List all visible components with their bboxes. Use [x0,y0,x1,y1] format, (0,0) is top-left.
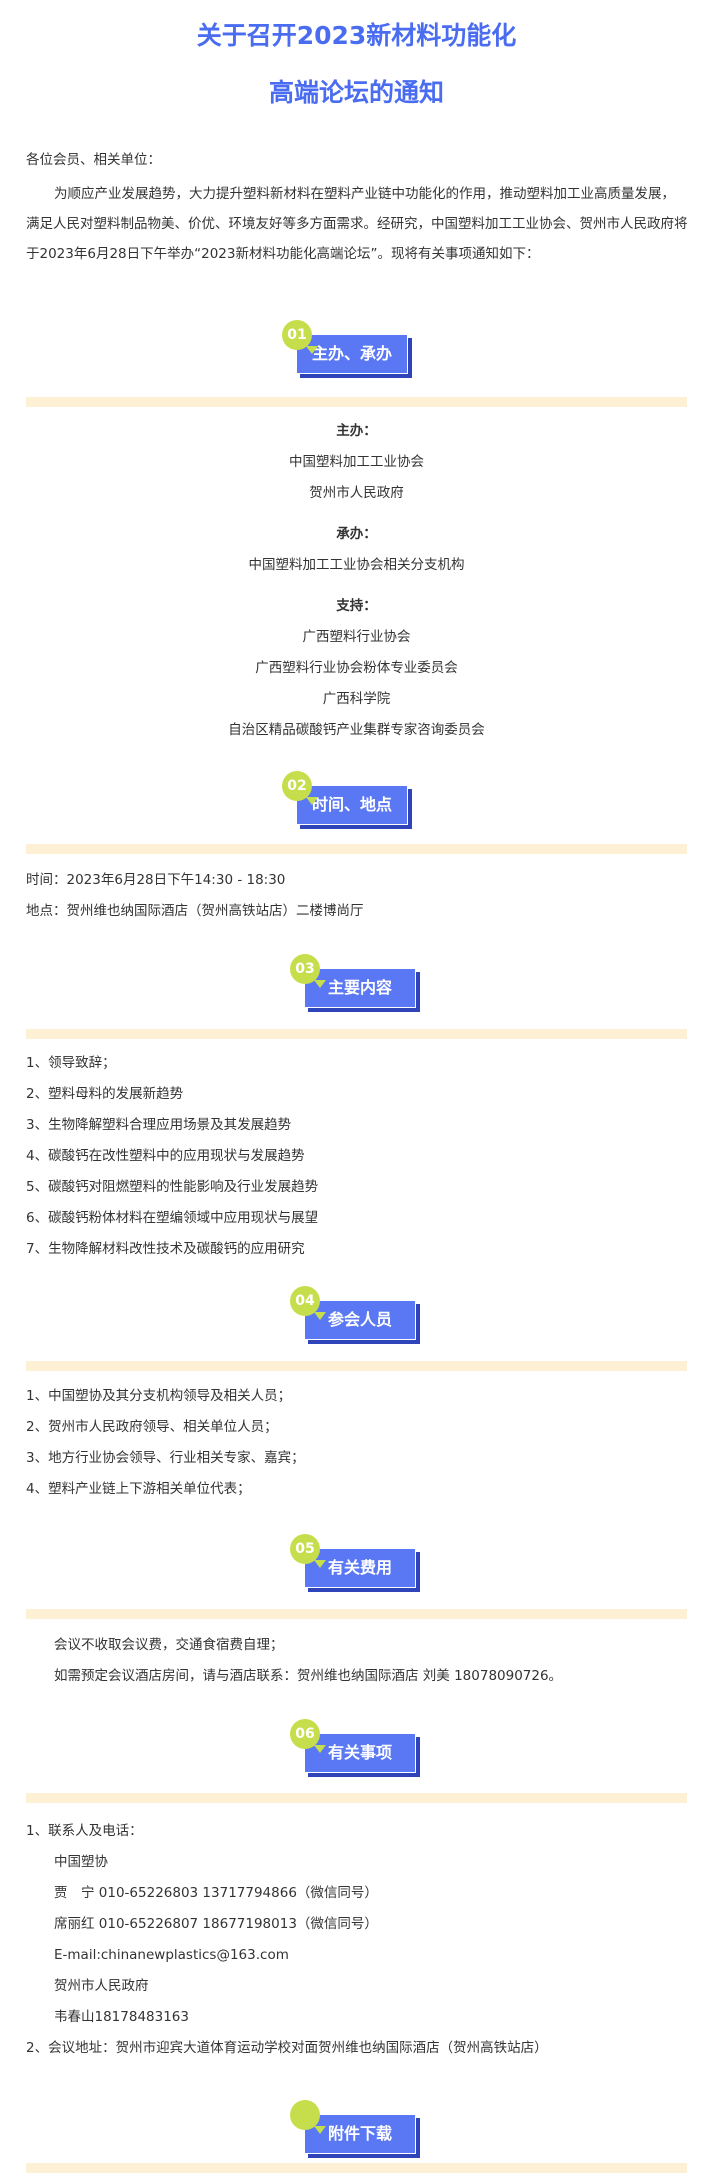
section-badge-fees: 有关费用 05 [290,1534,422,1592]
attendee-item: 2、贺州市人民政府领导、相关单位人员； [26,1419,278,1435]
content-item: 3、生物降解塑料合理应用场景及其发展趋势 [26,1117,292,1133]
section-number: 06 [290,1719,320,1749]
section-title: 时间、地点 [296,785,408,825]
section-divider [26,844,687,854]
section-badge-organizers: 主办、承办 01 [282,320,414,378]
section-divider [26,1793,687,1803]
section-title: 主办、承办 [296,334,408,374]
attachment-download-button[interactable]: 附件下载 [290,2100,422,2158]
contact-line: 席丽红 010-65226807 18677198013（微信同号） [54,1916,378,1932]
content-item: 4、碳酸钙在改性塑料中的应用现状与发展趋势 [26,1148,305,1164]
section-number: 01 [282,320,312,350]
supporter-item: 广西科学院 [322,691,391,707]
host-item: 贺州市人民政府 [309,485,404,501]
contact-line: 韦春山18178483163 [54,2009,189,2025]
section-divider [26,1609,687,1619]
attendee-item: 4、塑料产业链上下游相关单位代表； [26,1481,251,1497]
section-title: 主要内容 [304,968,416,1008]
greeting: 各位会员、相关单位： [26,152,161,168]
undertaker-item: 中国塑料加工工业协会相关分支机构 [248,557,465,573]
event-place: 地点：贺州维也纳国际酒店（贺州高铁站店）二楼博尚厅 [26,903,364,919]
section-number: 04 [290,1286,320,1316]
section-badge-contents: 主要内容 03 [290,954,422,1012]
contact-line: 中国塑协 [54,1854,108,1870]
attendee-item: 3、地方行业协会领导、行业相关专家、嘉宾； [26,1450,305,1466]
section-badge-time-place: 时间、地点 02 [282,771,414,829]
page-title-line1: 关于召开2023新材料功能化 [196,21,517,50]
section-divider [26,1361,687,1371]
section-divider [26,1029,687,1039]
section-title: 有关事项 [304,1733,416,1773]
content-item: 6、碳酸钙粉体材料在塑编领域中应用现状与展望 [26,1210,319,1226]
attendee-item: 1、中国塑协及其分支机构领导及相关人员； [26,1388,292,1404]
contact-line: 贺州市人民政府 [54,1978,149,1994]
section-number: 03 [290,954,320,984]
content-item: 1、领导致辞； [26,1055,116,1071]
page-title-line2: 高端论坛的通知 [268,78,444,107]
content-item: 2、塑料母料的发展新趋势 [26,1086,184,1102]
section-divider [26,2163,687,2173]
fee-item: 会议不收取会议费，交通食宿费自理； [54,1637,284,1653]
support-label: 支持： [336,598,377,614]
supporter-item: 广西塑料行业协会粉体专业委员会 [255,660,458,676]
host-item: 中国塑料加工工业协会 [289,454,424,470]
host-label: 主办： [336,423,377,439]
section-badge-attendees: 参会人员 04 [290,1286,422,1344]
section-title: 参会人员 [304,1300,416,1340]
content-item: 5、碳酸钙对阻燃塑料的性能影响及行业发展趋势 [26,1179,319,1195]
section-number: 02 [282,771,312,801]
fee-item: 如需预定会议酒店房间，请与酒店联系：贺州维也纳国际酒店 刘美 180780907… [54,1668,563,1684]
contact-line: 贾 宁 010-65226803 13717794866（微信同号） [54,1885,378,1901]
supporter-item: 广西塑料行业协会 [302,629,411,645]
intro-paragraph: 为顺应产业发展趋势，大力提升塑料新材料在塑料产业链中功能化的作用，推动塑料加工业… [26,186,688,262]
event-time: 时间：2023年6月28日下午14:30 - 18:30 [26,872,286,888]
supporter-item: 自治区精品碳酸钙产业集群专家咨询委员会 [228,722,485,738]
contact-email: E-mail:chinanewplastics@163.com [54,1947,289,1963]
section-title[interactable]: 附件下载 [304,2114,416,2154]
section-number: 05 [290,1534,320,1564]
meeting-address: 2、会议地址：贺州市迎宾大道体育运动学校对面贺州维也纳国际酒店（贺州高铁站店） [26,2040,548,2056]
undertaker-label: 承办： [336,526,377,542]
section-number [290,2100,320,2130]
contact-title: 1、联系人及电话： [26,1823,143,1839]
section-title: 有关费用 [304,1548,416,1588]
section-divider [26,397,687,407]
section-badge-matters: 有关事项 06 [290,1719,422,1777]
content-item: 7、生物降解材料改性技术及碳酸钙的应用研究 [26,1241,305,1257]
